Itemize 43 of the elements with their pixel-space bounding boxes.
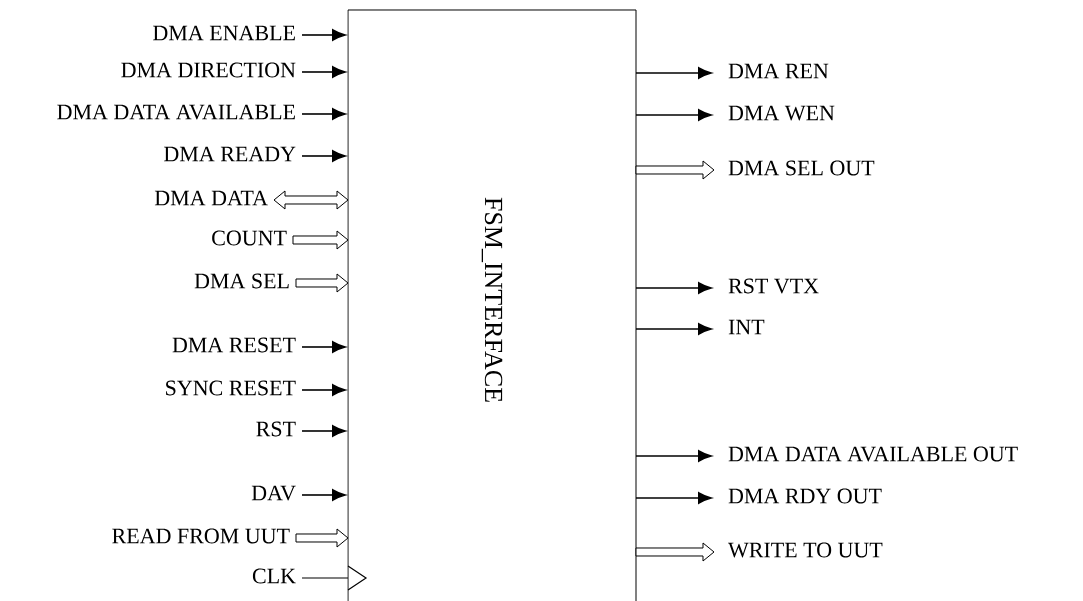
- arrow: [635, 323, 712, 335]
- signal-label: DMA DATA: [154, 190, 268, 206]
- signal-label: INT: [728, 319, 765, 335]
- clock-input: [301, 565, 368, 591]
- arrow: [301, 384, 346, 396]
- signal-label: DMA SEL OUT: [728, 160, 875, 176]
- signal-label: DMA WEN: [728, 105, 835, 121]
- signal-label: DMA READY: [164, 146, 296, 162]
- arrow: [301, 341, 346, 353]
- arrow: [635, 109, 712, 121]
- signal-label: DMA RDY OUT: [728, 488, 882, 504]
- signal-label: DMA DIRECTION: [121, 62, 296, 78]
- arrow: [301, 66, 346, 78]
- bus-arrow: [295, 273, 349, 293]
- signal-label: DAV: [251, 485, 296, 501]
- signal-label: DMA RESET: [172, 337, 296, 353]
- signal-label: DMA SEL: [194, 273, 289, 289]
- signal-label: DMA ENABLE: [153, 25, 295, 41]
- signal-label: DMA REN: [728, 63, 829, 79]
- arrow: [301, 489, 346, 501]
- signal-label: WRITE TO UUT: [728, 542, 883, 558]
- block-box: FSM_INTERFACE: [347, 9, 637, 601]
- arrow: [301, 150, 346, 162]
- bus-arrow: [273, 190, 349, 210]
- signal-label: SYNC RESET: [166, 380, 296, 396]
- arrow: [635, 282, 712, 294]
- bus-arrow: [295, 528, 349, 548]
- signal-label: READ FROM UUT: [112, 528, 290, 544]
- signal-label: DMA DATA AVAILABLE: [57, 104, 295, 120]
- signal-label: CLK: [252, 568, 296, 584]
- arrow: [635, 492, 712, 504]
- arrow: [635, 450, 712, 462]
- signal-label: RST VTX: [728, 278, 819, 294]
- bus-arrow: [635, 160, 715, 180]
- arrow: [301, 425, 346, 437]
- signal-label: COUNT: [212, 230, 287, 246]
- bus-arrow: [292, 230, 349, 250]
- arrow: [301, 108, 346, 120]
- arrow: [301, 29, 346, 41]
- signal-label: RST: [256, 421, 296, 437]
- bus-arrow: [635, 542, 715, 562]
- arrow: [635, 67, 712, 79]
- signal-label: DMA DATA AVAILABLE OUT: [728, 446, 1018, 462]
